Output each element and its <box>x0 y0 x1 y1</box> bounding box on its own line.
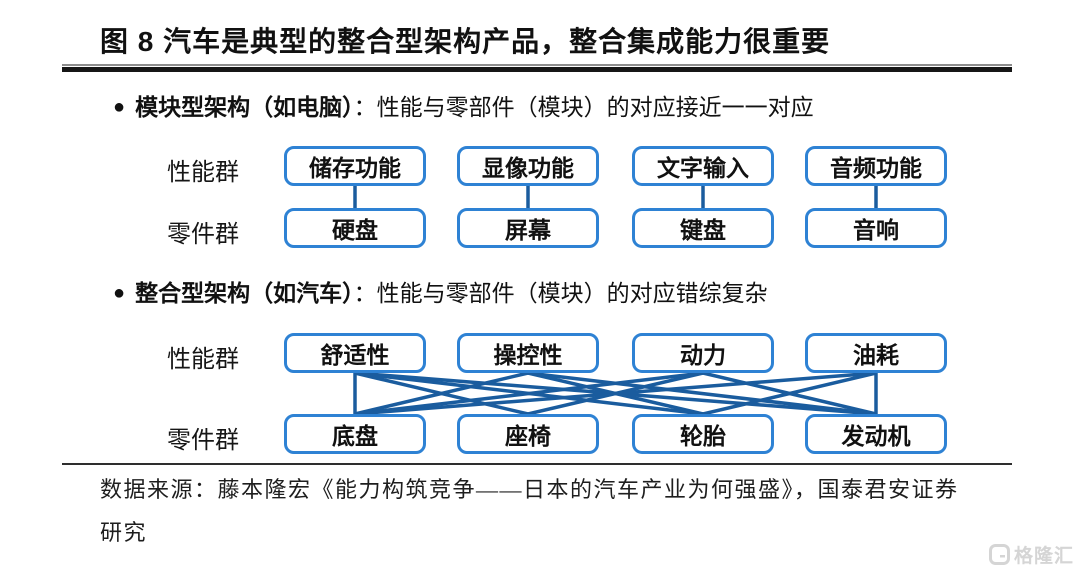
row-label-performance-modular: 性能群 <box>167 159 239 186</box>
title-divider-thin <box>62 64 1012 66</box>
section-integral-heading-rest: ：性能与零部件（模块）的对应错综复杂 <box>353 280 768 306</box>
source-text-line1: 数据来源：藤本隆宏《能力构筑竞争——日本的汽车产业为何强盛》，国泰君安证券 <box>100 477 959 502</box>
box-chassis: 底盘 <box>284 414 426 454</box>
section-modular-header: ● 模块型架构（如电脑）：性能与零部件（模块）的对应接近一一对应 <box>113 88 814 122</box>
source-text-line2: 研究 <box>100 520 148 545</box>
figure-title: 图 8 汽车是典型的整合型架构产品，整合集成能力很重要 <box>100 26 831 57</box>
modular-connectors <box>353 186 878 208</box>
box-text-input: 文字输入 <box>632 146 774 186</box>
integral-connectors <box>353 373 878 414</box>
row-label-performance-integral: 性能群 <box>167 346 239 373</box>
box-fuel-consumption: 油耗 <box>805 333 947 373</box>
bullet-icon: ● <box>113 96 126 118</box>
box-speaker: 音响 <box>805 208 947 248</box>
box-hard-disk: 硬盘 <box>284 208 426 248</box>
box-storage-function: 储存功能 <box>284 146 426 186</box>
source-divider <box>62 463 1012 465</box>
section-modular-heading-bold: 模块型架构（如电脑） <box>135 94 354 120</box>
box-handling: 操控性 <box>457 333 599 373</box>
box-audio-function: 音频功能 <box>805 146 947 186</box>
box-power: 动力 <box>632 333 774 373</box>
bullet-icon: ● <box>113 282 126 304</box>
box-keyboard: 键盘 <box>632 208 774 248</box>
row-label-parts-modular: 零件群 <box>167 221 239 248</box>
title-divider-thick <box>62 67 1012 72</box>
gelonghui-brand-text: 格隆汇 <box>1013 546 1074 567</box>
box-screen: 屏幕 <box>457 208 599 248</box>
box-comfort: 舒适性 <box>284 333 426 373</box>
gelonghui-logo-icon <box>988 544 1010 565</box>
row-label-parts-integral: 零件群 <box>167 427 239 454</box>
box-display-function: 显像功能 <box>457 146 599 186</box>
box-tire: 轮胎 <box>632 414 774 454</box>
gelonghui-watermark: 格隆汇 <box>988 541 1074 568</box>
section-integral-header: ● 整合型架构（如汽车）：性能与零部件（模块）的对应错综复杂 <box>113 274 768 308</box>
section-integral-heading-bold: 整合型架构（如汽车） <box>135 280 354 306</box>
box-engine: 发动机 <box>805 414 947 454</box>
box-seat: 座椅 <box>457 414 599 454</box>
section-modular-heading-rest: ：性能与零部件（模块）的对应接近一一对应 <box>353 94 814 120</box>
